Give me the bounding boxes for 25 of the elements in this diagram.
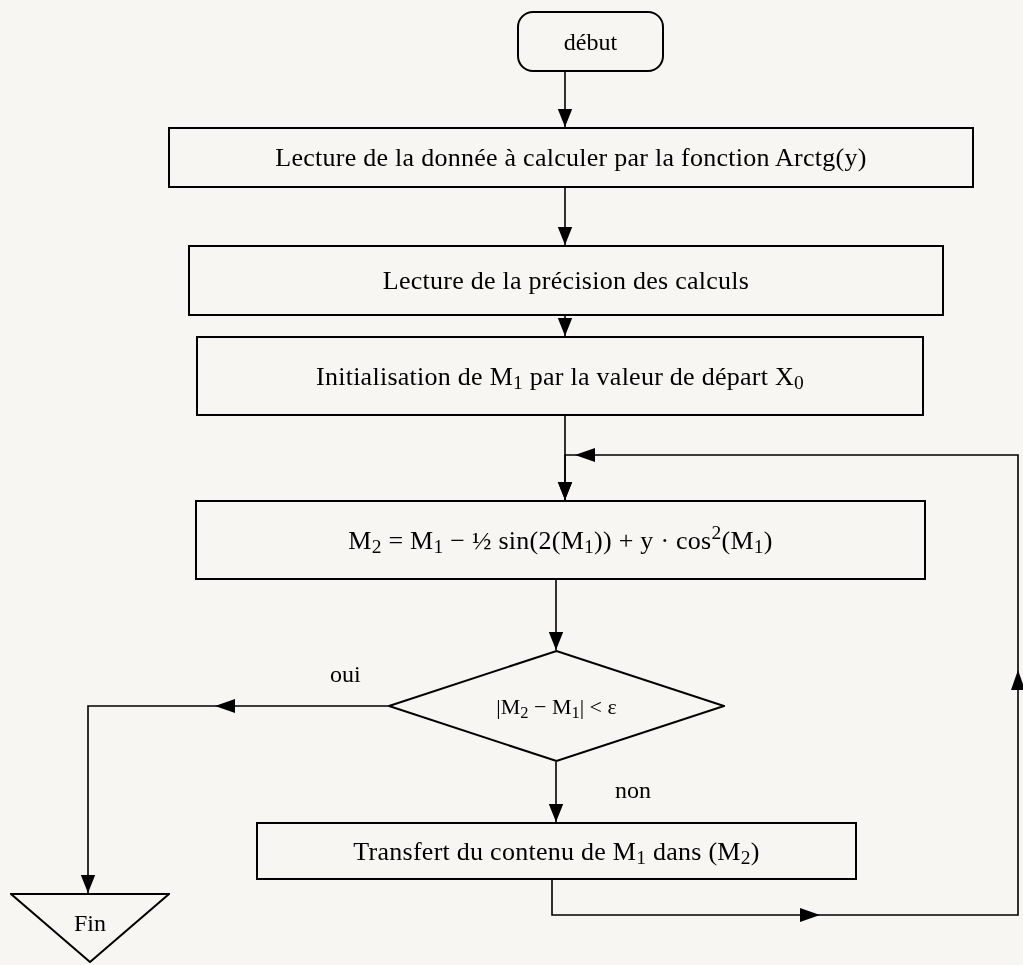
- process-box: [188, 245, 944, 316]
- arrow: [548, 579, 564, 651]
- node-text: Transfert du contenu de M$_{1}$ dans (M$_{2}$): [353, 835, 760, 871]
- arrow: [557, 315, 573, 337]
- process-box: [196, 336, 924, 416]
- formula-box: [195, 500, 926, 580]
- arrow: [551, 448, 1023, 922]
- node-text: début: [563, 27, 618, 57]
- start-terminal: [517, 11, 664, 72]
- node-text: Lecture de la précision des calculs: [382, 265, 750, 297]
- edge-label: oui: [330, 662, 361, 686]
- node-text: Initialisation de M$_{1}$ par la valeur de départ X$_{0}$: [316, 360, 804, 396]
- node-text: M$_{2}$ = M$_{1}$ − ½ sin(2(M$_{1}$)) + y · cos$^{2}$(M$_{1}$): [348, 520, 773, 560]
- decision-diamond: [388, 650, 725, 762]
- arrow: [557, 187, 573, 246]
- arrow: [557, 71, 573, 128]
- node-text: Lecture de la donnée à calculer par la fonction Arctg(y): [275, 142, 867, 174]
- process-box: [256, 822, 857, 880]
- arrow: [80, 699, 389, 894]
- process-box: [168, 127, 974, 188]
- node-text: |M$_{2}$ − M$_{1}$| < ε: [496, 692, 617, 723]
- arrow: [548, 761, 564, 823]
- node-text: Fin: [74, 909, 106, 938]
- end-terminal: [10, 893, 170, 963]
- edge-label: non: [615, 778, 651, 802]
